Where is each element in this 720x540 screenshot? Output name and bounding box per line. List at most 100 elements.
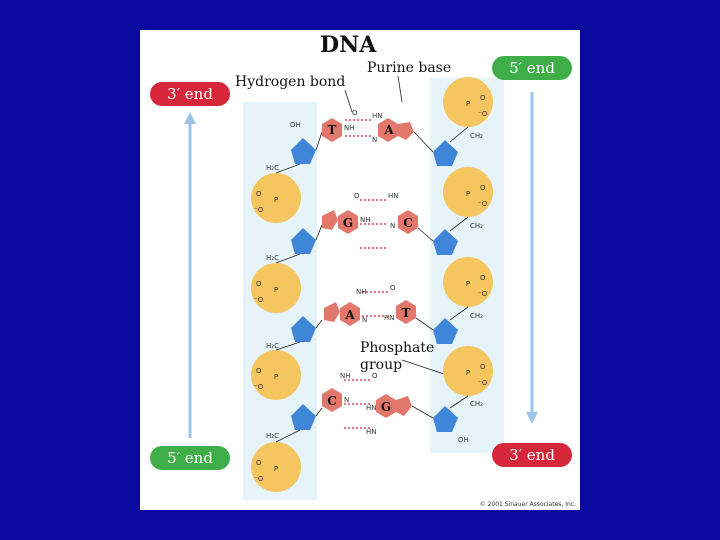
svg-text:O: O — [256, 280, 262, 288]
svg-text:N: N — [344, 396, 349, 404]
base-right-3: T — [402, 306, 411, 320]
base-pair-1: T O NH HN N A — [315, 109, 434, 153]
base-pair-4: C NH N G O HN HN — [315, 372, 434, 436]
base-pair-2: G O NH C HN N — [315, 192, 434, 249]
svg-text:P: P — [466, 280, 470, 288]
left-h2c-label-1: H₂C — [266, 164, 279, 172]
svg-text:HN: HN — [384, 314, 395, 322]
end-badge-right-bottom: 3′ end — [492, 443, 572, 467]
svg-text:NH: NH — [360, 216, 371, 224]
base-right-4: G — [381, 400, 391, 414]
base-left-4: C — [327, 394, 337, 408]
svg-text:⁻O: ⁻O — [254, 383, 264, 391]
base-right-1: A — [383, 123, 394, 137]
left-h2c-label-3: H₂C — [266, 342, 279, 350]
base-right-2: C — [403, 216, 413, 230]
svg-text:O: O — [256, 459, 262, 467]
svg-text:O: O — [390, 284, 396, 292]
svg-text:O: O — [256, 367, 262, 375]
right-oh-label: OH — [458, 436, 469, 444]
right-sugar-2 — [433, 229, 458, 255]
right-sugar-1 — [433, 140, 458, 166]
svg-text:O: O — [480, 184, 486, 192]
left-phosphate-1: P O ⁻O — [251, 173, 301, 223]
left-oh-label: OH — [290, 121, 301, 129]
svg-text:P: P — [274, 286, 278, 294]
left-phosphate-4: P O ⁻O — [251, 442, 301, 492]
right-ch2-label-2: CH₂ — [470, 222, 483, 230]
phosphate-group-pointer — [401, 359, 451, 377]
svg-text:P: P — [466, 100, 470, 108]
purine-base-pointer — [397, 75, 403, 103]
right-backbone-links — [449, 126, 469, 409]
hydrogen-bond-label: Hydrogen bond — [235, 74, 345, 90]
end-badge-left-top: 3′ end — [150, 82, 230, 106]
right-ch2-label-3: CH₂ — [470, 312, 483, 320]
svg-text:P: P — [466, 190, 470, 198]
svg-text:P: P — [466, 369, 470, 377]
svg-text:⁻O: ⁻O — [254, 296, 264, 304]
right-sugar-3 — [433, 318, 458, 344]
svg-text:P: P — [274, 465, 278, 473]
svg-text:N: N — [362, 316, 367, 324]
svg-text:N: N — [390, 222, 395, 230]
svg-text:O: O — [256, 190, 262, 198]
right-sugar-4 — [433, 406, 458, 432]
end-badge-right-top: 5′ end — [492, 56, 572, 80]
svg-text:3′ end: 3′ end — [509, 446, 555, 464]
diagram-title: DNA — [320, 32, 377, 58]
svg-text:O: O — [354, 192, 360, 200]
svg-text:⁻O: ⁻O — [478, 200, 488, 208]
phosphate-group-label-line2: group — [360, 357, 402, 373]
base-left-1: T — [328, 123, 337, 137]
svg-text:⁻O: ⁻O — [254, 475, 264, 483]
dna-slide: DNA Hydrogen bond Purine base Phosphate … — [140, 30, 580, 510]
svg-text:O: O — [352, 109, 358, 117]
left-backbone-links — [275, 163, 301, 443]
left-sugar-1 — [291, 138, 316, 164]
left-strand-direction-arrow — [184, 112, 196, 438]
svg-text:NH: NH — [340, 372, 351, 380]
base-pair-3: A NH N T O HN — [315, 284, 434, 331]
right-phosphate-1: P O ⁻O — [443, 77, 493, 127]
dna-diagram: DNA Hydrogen bond Purine base Phosphate … — [150, 32, 576, 508]
svg-text:HN: HN — [366, 428, 377, 436]
right-phosphate-3: P O ⁻O — [443, 257, 493, 307]
left-h2c-label-4: H₂C — [266, 432, 279, 440]
svg-text:HN: HN — [372, 112, 383, 120]
left-phosphate-2: P O ⁻O — [251, 263, 301, 313]
svg-text:⁻O: ⁻O — [478, 290, 488, 298]
svg-text:HN: HN — [388, 192, 399, 200]
base-left-2: G — [343, 216, 353, 230]
svg-text:N: N — [372, 136, 377, 144]
left-h2c-label-2: H₂C — [266, 254, 279, 262]
svg-text:NH: NH — [356, 288, 367, 296]
svg-text:P: P — [274, 373, 278, 381]
right-phosphate-2: P O ⁻O — [443, 167, 493, 217]
svg-text:HN: HN — [366, 404, 377, 412]
purine-base-label: Purine base — [367, 60, 451, 76]
svg-text:⁻O: ⁻O — [478, 110, 488, 118]
right-ch2-label-4: CH₂ — [470, 400, 483, 408]
copyright-notice: © 2001 Sinauer Associates, Inc. — [480, 501, 576, 508]
svg-text:5′ end: 5′ end — [167, 449, 213, 467]
svg-text:NH: NH — [344, 124, 355, 132]
base-left-3: A — [344, 308, 355, 322]
svg-text:3′ end: 3′ end — [167, 85, 213, 103]
right-strand-direction-arrow — [526, 92, 538, 424]
svg-text:5′ end: 5′ end — [509, 59, 555, 77]
left-phosphate-3: P O ⁻O — [251, 350, 301, 400]
left-sugar-4 — [291, 404, 316, 430]
svg-text:⁻O: ⁻O — [254, 206, 264, 214]
right-phosphate-4: P O ⁻O — [443, 346, 493, 396]
hydrogen-bond-pointer — [344, 89, 353, 113]
left-sugar-3 — [291, 316, 316, 342]
svg-text:O: O — [480, 274, 486, 282]
phosphate-group-label-line1: Phosphate — [360, 340, 434, 356]
end-badge-left-bottom: 5′ end — [150, 446, 230, 470]
left-sugar-2 — [291, 228, 316, 254]
svg-text:⁻O: ⁻O — [478, 379, 488, 387]
svg-text:P: P — [274, 196, 278, 204]
svg-text:O: O — [480, 363, 486, 371]
right-ch2-label-1: CH₂ — [470, 132, 483, 140]
